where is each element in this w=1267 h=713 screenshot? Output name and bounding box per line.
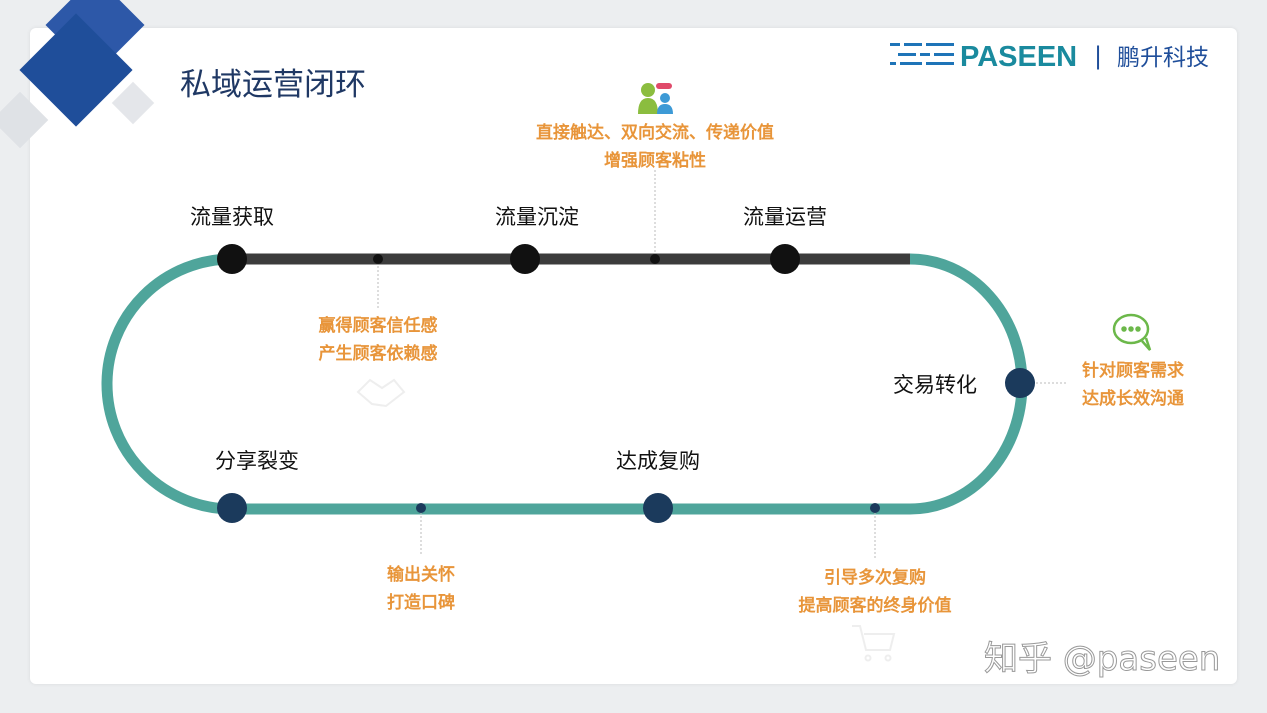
handshake-icon [356, 378, 406, 408]
dot-trust [373, 254, 383, 264]
logo-separator: | [1094, 42, 1102, 70]
slide [30, 28, 1237, 684]
connector-lines [377, 170, 1068, 558]
people-chat-icon [638, 83, 673, 114]
node-convert [1005, 368, 1035, 398]
note-lifetime-line2: 提高顾客的终身价值 [799, 595, 952, 616]
node-settle [510, 244, 540, 274]
node-operate [770, 244, 800, 274]
stage-settle: 流量沉淀 [495, 205, 579, 229]
stage-repurchase: 达成复购 [616, 449, 700, 473]
stage-convert: 交易转化 [893, 373, 977, 397]
note-care-line1: 输出关怀 [387, 564, 455, 585]
logo-company: 鹏升科技 [1117, 45, 1209, 71]
loop-track [101, 253, 1028, 515]
stage-operate: 流量运营 [743, 205, 827, 229]
note-trust-line2: 产生顾客依赖感 [319, 343, 438, 364]
note-needs-line1: 针对顾客需求 [1082, 360, 1184, 381]
node-acquire [217, 244, 247, 274]
note-lifetime-line1: 引导多次复购 [824, 567, 926, 588]
note-top-line1: 直接触达、双向交流、传递价值 [536, 122, 774, 143]
corner-decoration [0, 0, 155, 149]
stage-acquire: 流量获取 [190, 205, 274, 229]
dot-lifetime [870, 503, 880, 513]
note-top-line2: 增强顾客粘性 [604, 150, 706, 171]
dot-top [650, 254, 660, 264]
page-title: 私域运营闭环 [180, 67, 366, 103]
dot-care [416, 503, 426, 513]
logo-brand: PASEEN [960, 41, 1077, 73]
stage-share: 分享裂变 [215, 449, 299, 473]
watermark: 知乎 @paseen [984, 639, 1220, 679]
paseen-logo: PASEEN | 鹏升科技 [890, 41, 1209, 73]
note-needs-line2: 达成长效沟通 [1082, 388, 1184, 409]
node-share [217, 493, 247, 523]
node-repurchase [643, 493, 673, 523]
wechat-chat-icon [1112, 313, 1152, 351]
note-care-line2: 打造口碑 [387, 592, 455, 613]
logo-mark-icon [890, 43, 954, 65]
shopping-cart-icon [852, 625, 896, 662]
note-trust-line1: 赢得顾客信任感 [319, 315, 438, 336]
